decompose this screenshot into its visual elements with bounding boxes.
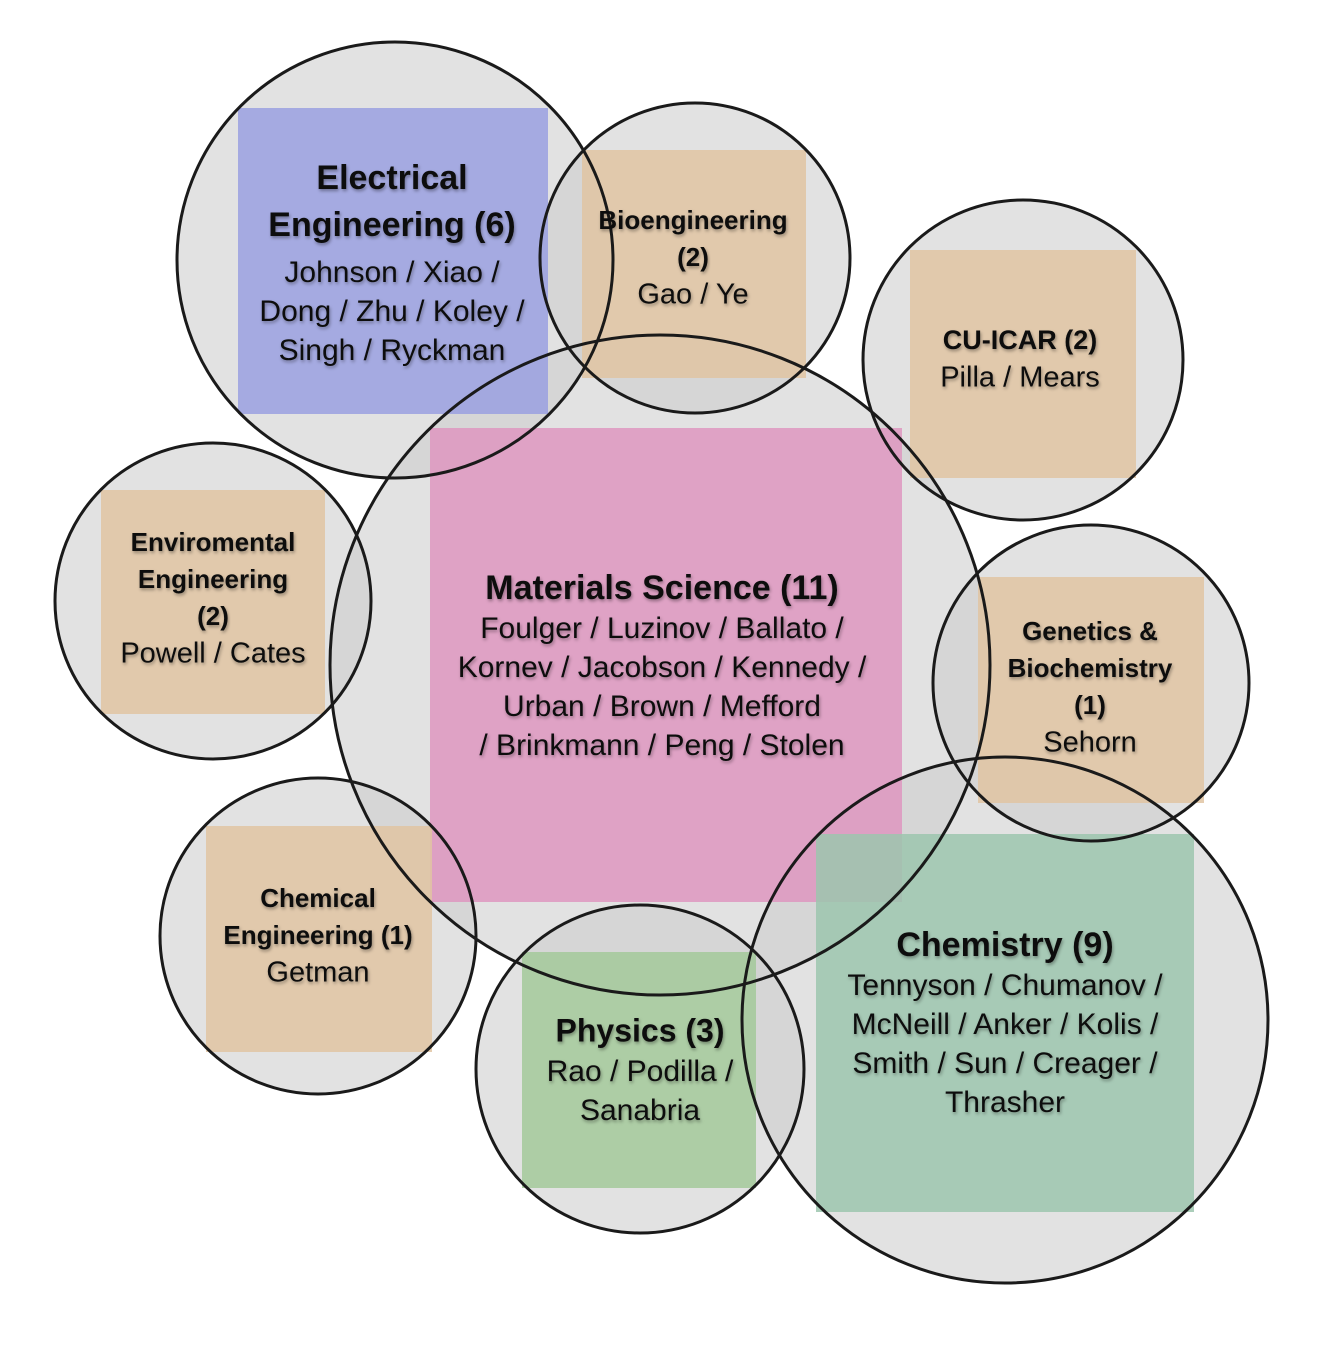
chemical-title-line: Chemical [260, 883, 376, 913]
physics-circle-outline [474, 903, 806, 1235]
electrical-members-line: Dong / Zhu / Koley / [259, 295, 525, 328]
chemistry-members-line: McNeill / Anker / Kolis / [852, 1008, 1159, 1041]
genetics-members-line: Sehorn [1043, 727, 1137, 759]
environmental-title-line: Enviromental [131, 527, 296, 557]
materials-members-line: Kornev / Jacobson / Kennedy / [458, 651, 867, 684]
chemistry-members-line: Thrasher [945, 1086, 1065, 1119]
environmental-title-line: (2) [197, 601, 229, 631]
chemical-circle-outline [158, 776, 478, 1096]
bioengineering-members-line: Gao / Ye [637, 279, 748, 311]
department-boxes [101, 108, 1204, 1212]
environmental-circle-outline [53, 441, 373, 761]
genetics-box [978, 577, 1204, 803]
chemistry-circle-outline [740, 755, 1270, 1285]
bioengineering-box [582, 150, 806, 378]
circle-outlines [53, 40, 1270, 1285]
cuicar-box [910, 250, 1136, 478]
chemical-members-line: Getman [266, 957, 369, 989]
electrical-title-line: Electrical [316, 159, 467, 197]
materials-members-line: Urban / Brown / Mefford [503, 690, 821, 723]
materials-box [430, 428, 902, 902]
bioengineering-title-line: (2) [677, 242, 709, 272]
genetics-title-line: (1) [1074, 690, 1106, 720]
cuicar-title-line: CU-ICAR (2) [943, 325, 1098, 355]
electrical-circle-outline [175, 40, 615, 480]
chemistry-members-line: Smith / Sun / Creager / [852, 1047, 1158, 1080]
chemistry-box [816, 834, 1194, 1212]
genetics-title-line: Biochemistry [1008, 653, 1173, 683]
genetics-title-line: Genetics & [1022, 616, 1158, 646]
physics-members-line: Rao / Podilla / [547, 1055, 734, 1088]
bioengineering-title-line: Bioengineering [598, 205, 787, 235]
environmental-box [101, 490, 325, 714]
materials-title-line: Materials Science (11) [485, 569, 838, 607]
physics-title-line: Physics (3) [556, 1012, 725, 1048]
materials-members-line: / Brinkmann / Peng / Stolen [479, 729, 844, 762]
chemistry-title-line: Chemistry (9) [896, 926, 1113, 964]
electrical-members-line: Johnson / Xiao / [284, 256, 500, 289]
cuicar-members-line: Pilla / Mears [940, 362, 1100, 394]
chemistry-members-line: Tennyson / Chumanov / [847, 969, 1163, 1002]
materials-members-line: Foulger / Luzinov / Ballato / [480, 612, 844, 645]
chemical-title-line: Engineering (1) [223, 920, 412, 950]
genetics-circle-outline [931, 523, 1251, 843]
electrical-box [238, 108, 548, 414]
chemical-box [206, 826, 432, 1052]
materials-circle-outline [328, 333, 992, 997]
electrical-title-line: Engineering (6) [268, 206, 515, 244]
electrical-members-line: Singh / Ryckman [279, 334, 506, 367]
environmental-title-line: Engineering [138, 564, 288, 594]
bioengineering-circle-outline [538, 101, 852, 415]
cuicar-circle-outline [861, 198, 1185, 522]
environmental-members-line: Powell / Cates [120, 638, 305, 670]
physics-members-line: Sanabria [580, 1094, 700, 1127]
